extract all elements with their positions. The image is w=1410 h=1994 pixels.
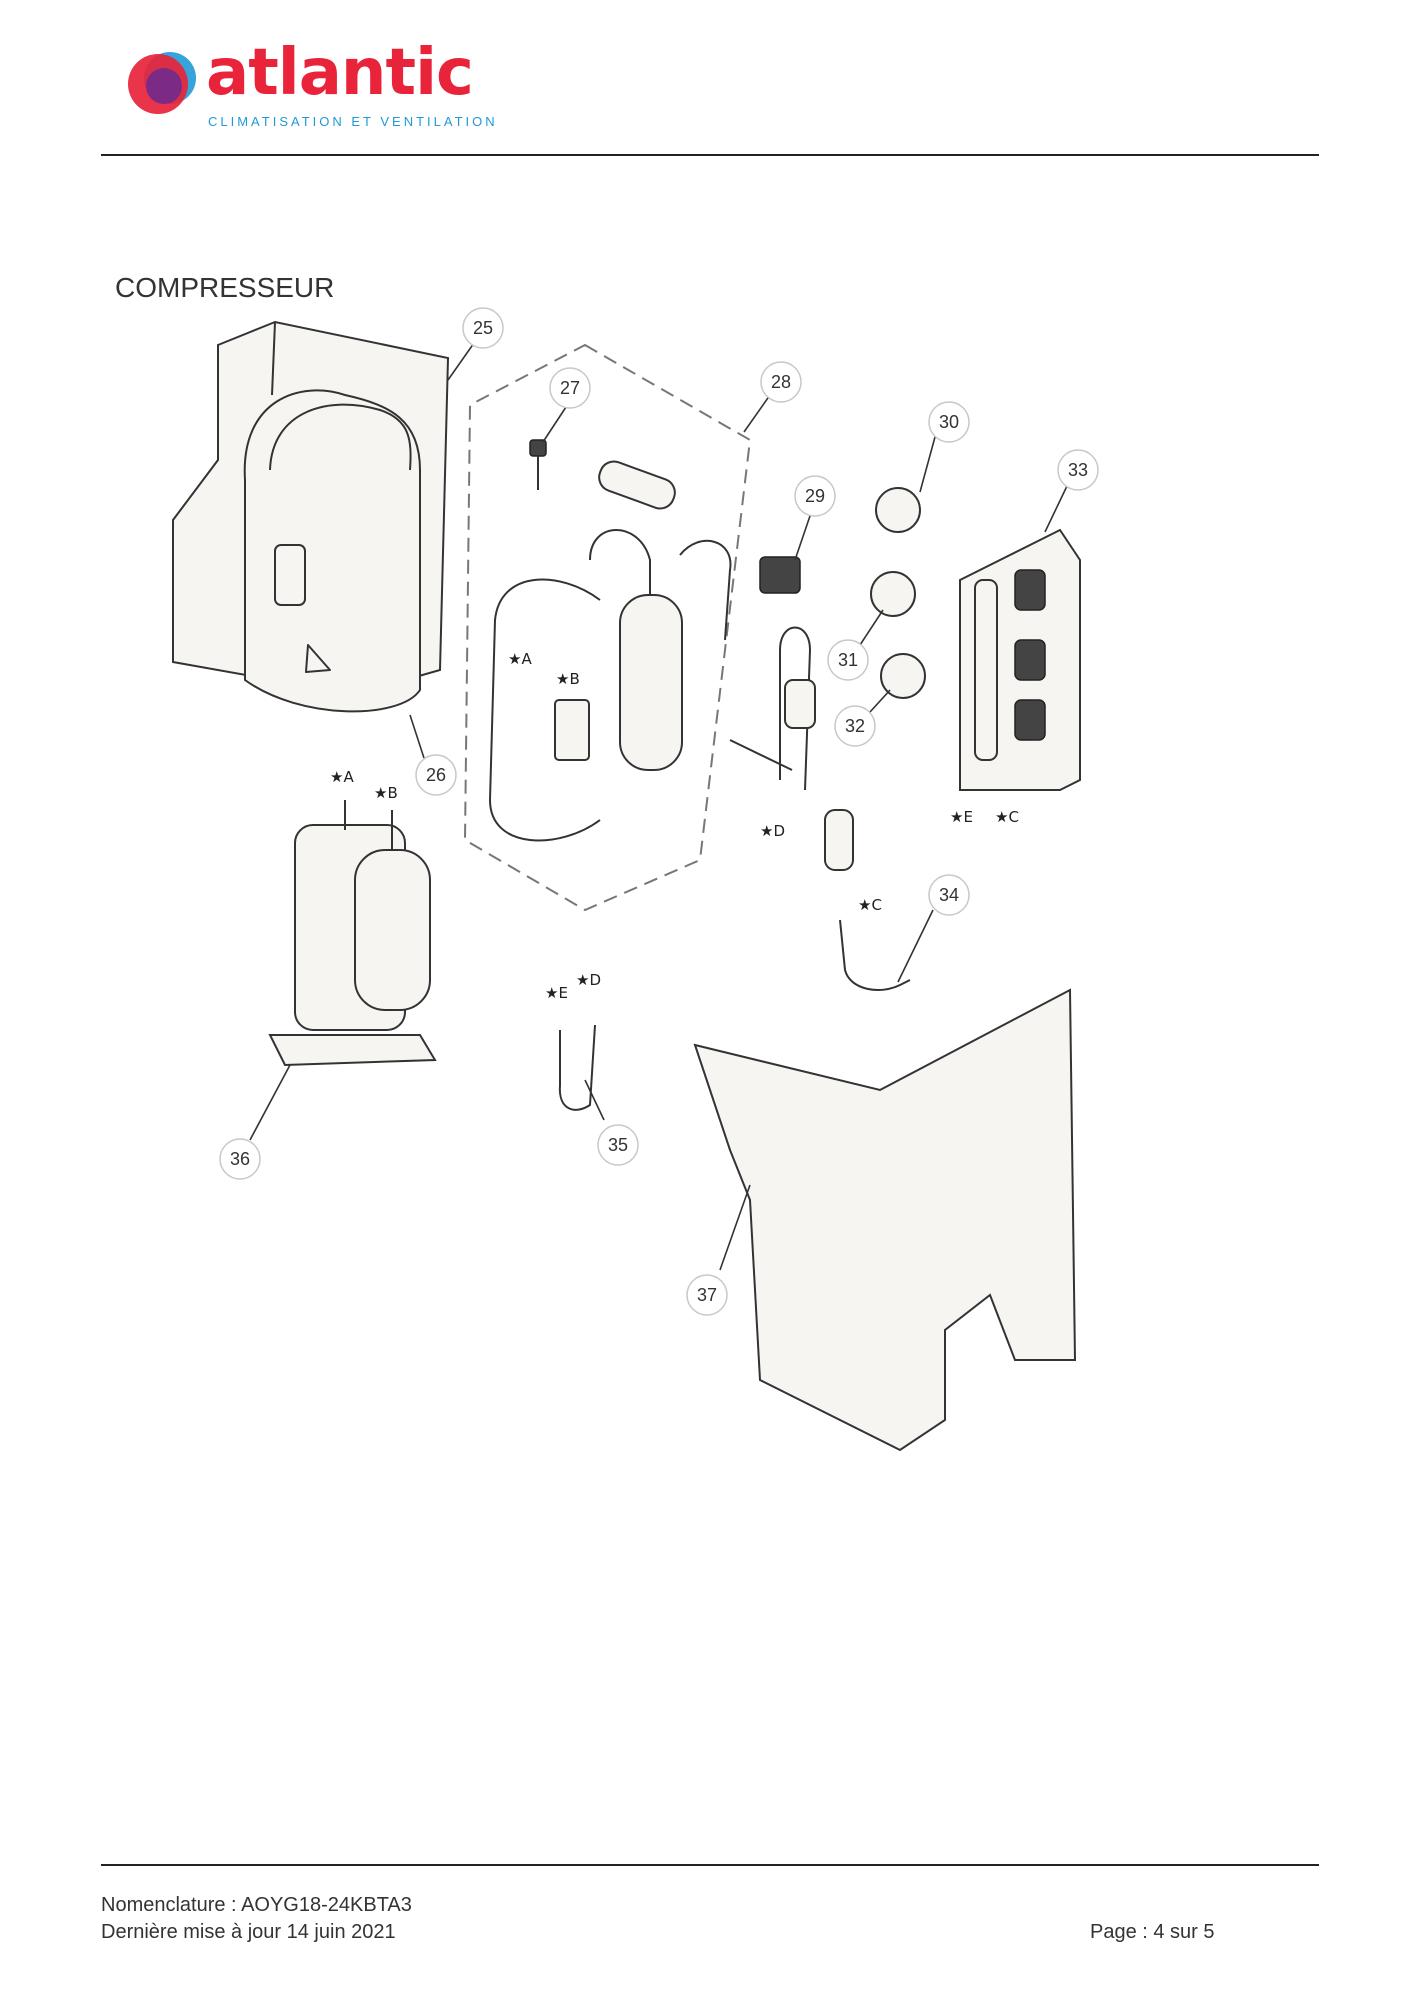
brand-logo: atlantic CLIMATISATION ET VENTILATION — [118, 36, 498, 134]
mark-b-compressor: ★B — [374, 784, 398, 802]
svg-text:34: 34 — [939, 885, 959, 905]
footer-divider — [101, 1864, 1319, 1866]
svg-text:31: 31 — [838, 650, 858, 670]
mark-a-compressor: ★A — [330, 768, 354, 786]
callout-33: 33 — [1057, 449, 1099, 491]
mark-d-filter: ★D — [760, 822, 785, 840]
connection-marks: ★A ★B ★A ★B ★D ★E ★C ★C ★E ★D — [330, 650, 1019, 1002]
part-pipe — [558, 1024, 596, 1111]
svg-text:30: 30 — [939, 412, 959, 432]
callout-31: 31 — [827, 639, 869, 681]
part-piping-assembly — [489, 460, 732, 842]
header-divider — [101, 154, 1319, 156]
callout-29: 29 — [794, 475, 836, 517]
callout-28: 28 — [760, 361, 802, 403]
callout-30: 30 — [928, 401, 970, 443]
footer-updated: Dernière mise à jour 14 juin 2021 — [101, 1921, 396, 1943]
svg-text:28: 28 — [771, 372, 791, 392]
mark-c-fitting: ★C — [858, 896, 882, 914]
part-sensor — [529, 439, 547, 490]
svg-text:33: 33 — [1068, 460, 1088, 480]
svg-text:35: 35 — [608, 1135, 628, 1155]
part-fitting — [839, 919, 911, 991]
svg-text:29: 29 — [805, 486, 825, 506]
brand-tagline: CLIMATISATION ET VENTILATION — [208, 114, 498, 129]
part-solenoid-coil — [759, 556, 801, 594]
svg-text:26: 26 — [426, 765, 446, 785]
section-title: COMPRESSEUR — [115, 272, 335, 303]
mark-b-assembly: ★B — [556, 670, 580, 688]
brand-name: atlantic — [206, 36, 474, 110]
mark-d-pipe: ★D — [576, 971, 601, 989]
svg-text:32: 32 — [845, 716, 865, 736]
footer-page: Page : 4 sur 5 — [1090, 1921, 1215, 1943]
mark-c-manifold: ★C — [995, 808, 1019, 826]
part-valve-manifold — [959, 528, 1081, 791]
part-back-panel — [693, 988, 1077, 1452]
exploded-parts-diagram: ★A ★B ★A ★B ★D ★E ★C ★C ★E ★D 25 26 27 2… — [172, 307, 1099, 1452]
footer-nomenclature: Nomenclature : AOYG18-24KBTA3 — [101, 1894, 412, 1916]
mark-e-pipe: ★E — [545, 984, 568, 1002]
callout-35: 35 — [597, 1124, 639, 1166]
part-strainer — [824, 809, 854, 871]
mark-e-manifold: ★E — [950, 808, 973, 826]
callout-26: 26 — [415, 754, 457, 796]
callout-leaders — [249, 342, 1068, 1271]
part-insulation — [243, 389, 421, 713]
mark-a-assembly: ★A — [508, 650, 532, 668]
callout-34: 34 — [928, 874, 970, 916]
callout-32: 32 — [834, 705, 876, 747]
svg-text:37: 37 — [697, 1285, 717, 1305]
svg-text:36: 36 — [230, 1149, 250, 1169]
part-compressor — [268, 800, 437, 1067]
callout-37: 37 — [686, 1274, 728, 1316]
assembly-boundary — [463, 343, 752, 912]
logo-mark-icon — [128, 52, 196, 114]
callout-25: 25 — [462, 307, 504, 349]
svg-text:27: 27 — [560, 378, 580, 398]
callout-36: 36 — [219, 1138, 261, 1180]
part-valve-coils — [870, 487, 926, 699]
callout-27: 27 — [549, 367, 591, 409]
part-filter-tube — [729, 626, 816, 791]
svg-text:25: 25 — [473, 318, 493, 338]
